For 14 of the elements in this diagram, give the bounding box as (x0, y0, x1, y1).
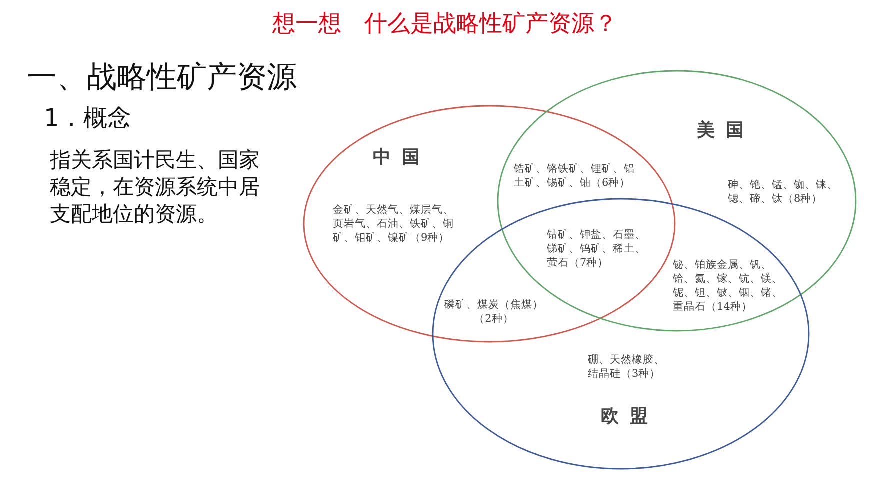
region-text: 铋、铂族金属、钒、铪、氦、镓、钪、镁、铌、钽、铍、铟、锗、重晶石（14种） (673, 258, 784, 314)
region-text: 磷矿、煤炭（焦煤）（2种） (444, 298, 544, 326)
region-text: 锆矿、铬铁矿、锂矿、铝土矿、锡矿、铀（6种） (514, 162, 636, 190)
set-label: 中国 (373, 147, 431, 169)
region-text: 钴矿、钾盐、石墨、锑矿、钨矿、稀土、萤石（7种） (547, 228, 647, 270)
subheading: 1．概念 (44, 103, 132, 133)
set-label: 欧盟 (601, 406, 659, 428)
region-text: 砷、铯、锰、铷、铼、锶、碲、钛（8种） (728, 178, 839, 206)
set-label: 美国 (697, 120, 755, 142)
page-title: 想一想 什么是战略性矿产资源？ (272, 10, 618, 39)
region-text: 金矿、天然气、煤层气、页岩气、石油、铁矿、铜矿、钼矿、镍矿（9种） (333, 203, 455, 245)
definition-text: 指关系国计民生、国家稳定，在资源系统中居支配地位的资源。 (50, 147, 261, 228)
region-text: 硼、天然橡胶、结晶硅（3种） (588, 353, 666, 381)
section-heading: 一、战略性矿产资源 (27, 59, 298, 97)
